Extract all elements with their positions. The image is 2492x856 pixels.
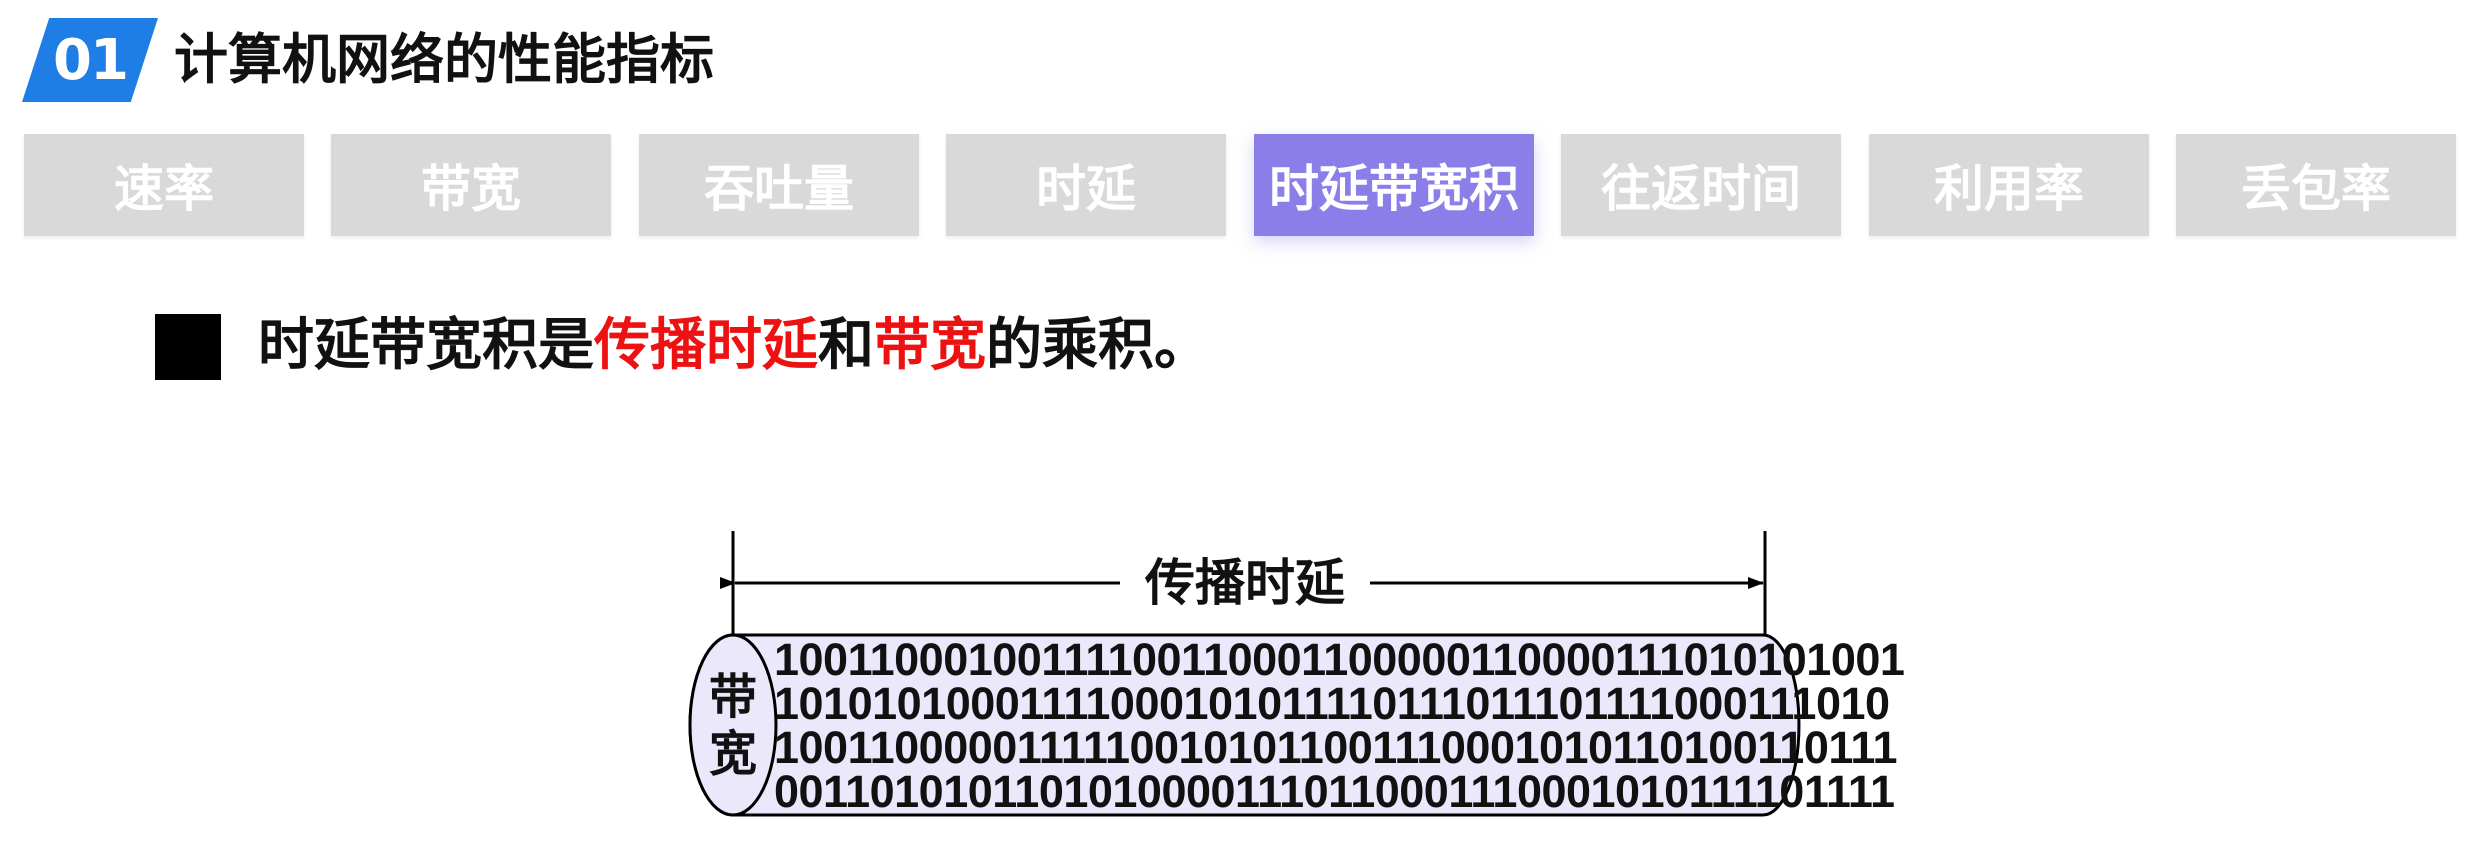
- tab-delay-bandwidth-product[interactable]: 时延带宽积: [1254, 134, 1534, 236]
- bullet-square-icon: [155, 314, 221, 380]
- bit-row: 1001100010011110011000110000011000011101…: [774, 634, 1905, 685]
- bit-row: 1001100000111110010101100111000101011010…: [774, 722, 1897, 773]
- bit-row: 0011010101101010000111011000111000101011…: [774, 766, 1895, 817]
- statement-part-3: 的乘积。: [986, 313, 1210, 378]
- section-number-badge: 01: [22, 18, 158, 102]
- topic-tabs: 速率 带宽 吞吐量 时延 时延带宽积 往返时间 利用率 丢包率: [0, 134, 2492, 238]
- statement-highlight-bandwidth: 带宽: [874, 313, 986, 378]
- statement-part-2: 和: [818, 313, 874, 378]
- tab-rate[interactable]: 速率: [24, 134, 304, 236]
- section-number: 01: [53, 27, 129, 93]
- propagation-delay-label: 传播时延: [1120, 548, 1370, 618]
- statement-highlight-propagation-delay: 传播时延: [594, 313, 818, 378]
- tab-throughput[interactable]: 吞吐量: [639, 134, 919, 236]
- tab-utilization[interactable]: 利用率: [1869, 134, 2149, 236]
- page-title: 计算机网络的性能指标: [174, 28, 714, 91]
- bandwidth-label-bottom: 宽: [708, 726, 757, 782]
- bandwidth-label-top: 带: [708, 669, 757, 725]
- definition-statement: 时延带宽积是传播时延和带宽的乘积。: [258, 308, 1210, 384]
- bit-row: 1010101000111100010101111011101110111100…: [774, 678, 1890, 729]
- statement-part-1: 时延带宽积是: [258, 313, 594, 378]
- tab-round-trip-time[interactable]: 往返时间: [1561, 134, 1841, 236]
- tab-bandwidth[interactable]: 带宽: [331, 134, 611, 236]
- tab-packet-loss-rate[interactable]: 丢包率: [2176, 134, 2456, 236]
- tab-delay[interactable]: 时延: [946, 134, 1226, 236]
- link-cylinder-front-face: [688, 633, 778, 817]
